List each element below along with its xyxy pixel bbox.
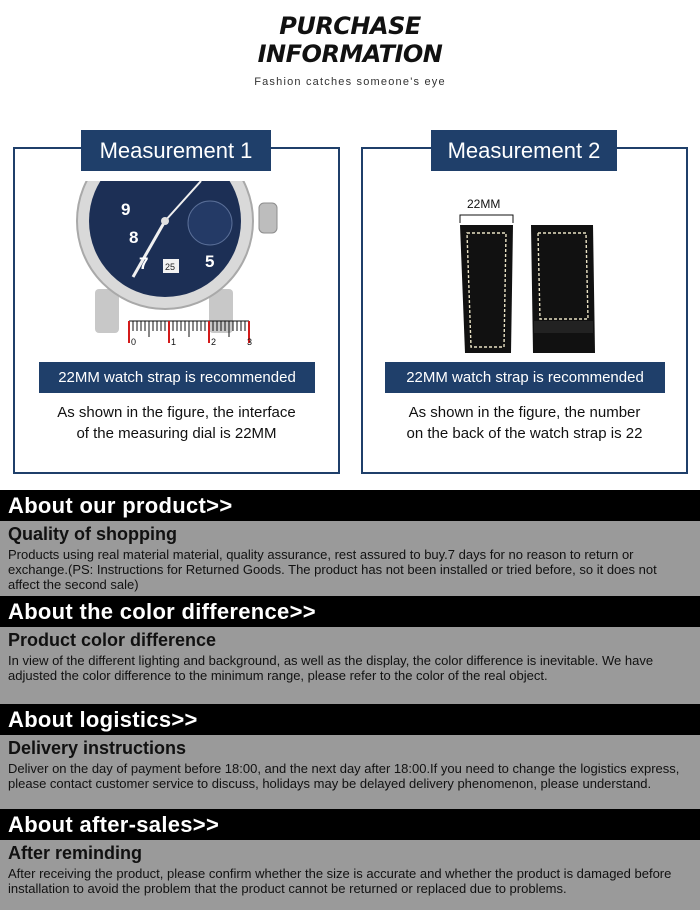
- section-product-text: Products using real material material, q…: [8, 547, 657, 592]
- measurement-2-tab: Measurement 2: [431, 130, 617, 171]
- measurement-panel-2: Measurement 2 22MM 22MM watch strap is r…: [361, 130, 688, 474]
- watch-crown: [258, 202, 278, 234]
- watch-hand-pin: [161, 217, 169, 225]
- date-window-text: 25: [165, 262, 175, 272]
- dial-number-9: 9: [121, 200, 130, 219]
- strap-keeper: [534, 321, 593, 333]
- section-color-subtitle: Product color difference: [8, 630, 217, 650]
- date-window: [163, 259, 179, 273]
- section-logistics-heading: About logistics>>: [0, 704, 700, 735]
- section-color-heading: About the color difference>>: [0, 596, 700, 627]
- watch-hand-minute: [164, 181, 202, 222]
- watch-lug-right: [209, 289, 233, 333]
- strap-width-label: 22MM: [467, 197, 500, 211]
- measurement-2-desc-line2: on the back of the watch strap is 22: [406, 425, 643, 442]
- section-logistics-text: Deliver on the day of payment before 18:…: [8, 761, 680, 791]
- measurement-panel-1: Measurement 1 9 8 7 5 25: [13, 130, 340, 474]
- strap-left: [460, 225, 513, 353]
- measurement-1-tab: Measurement 1: [81, 130, 271, 171]
- measurement-1-desc-line1: As shown in the figure, the interface: [57, 404, 296, 421]
- watch-hand-hour: [131, 220, 167, 278]
- dial-number-7: 7: [139, 254, 148, 273]
- watch-dial-illustration: 9 8 7 5 25 0 1 2 3: [76, 181, 278, 347]
- strap-illustration: 22MM: [459, 197, 595, 353]
- measuring-ruler: 0 1 2 3: [128, 320, 252, 347]
- page-header: PURCHASE INFORMATION Fashion catches som…: [0, 0, 700, 100]
- section-aftersales-subtitle: After reminding: [8, 843, 143, 863]
- dial-number-8: 8: [129, 228, 138, 247]
- measurement-2-recommendation: 22MM watch strap is recommended: [385, 362, 665, 393]
- strap-width-bracket: [459, 214, 514, 223]
- measurement-2-desc-line1: As shown in the figure, the number: [408, 404, 641, 421]
- section-color-body: Product color difference In view of the …: [0, 627, 700, 704]
- ruler-label-2: 2: [211, 337, 216, 347]
- measurement-1-recommendation: 22MM watch strap is recommended: [39, 362, 315, 393]
- measurement-2-description: As shown in the figure, the number on th…: [363, 402, 686, 444]
- ruler-label-3: 3: [247, 337, 252, 347]
- section-color-text: In view of the different lighting and ba…: [8, 653, 654, 683]
- measurement-1-description: As shown in the figure, the interface of…: [15, 402, 338, 444]
- watch-lug-left: [95, 289, 119, 333]
- section-product-heading: About our product>>: [0, 490, 700, 521]
- page-title-line1: PURCHASE: [279, 12, 421, 40]
- strap-left-stitching: [466, 232, 507, 348]
- section-product-subtitle: Quality of shopping: [8, 524, 177, 544]
- strap-right-stitching: [537, 232, 589, 320]
- section-logistics-subtitle: Delivery instructions: [8, 738, 187, 758]
- section-logistics-body: Delivery instructions Deliver on the day…: [0, 735, 700, 809]
- ruler-label-0: 0: [131, 337, 136, 347]
- section-aftersales-body: After reminding After receiving the prod…: [0, 840, 700, 910]
- section-aftersales-text: After receiving the product, please conf…: [8, 866, 672, 896]
- section-product-body: Quality of shopping Products using real …: [0, 521, 700, 596]
- strap-right: [531, 225, 595, 353]
- section-aftersales-heading: About after-sales>>: [0, 809, 700, 840]
- page-title-line2: INFORMATION: [257, 40, 443, 68]
- watch-subdial: [187, 200, 233, 246]
- dial-number-5: 5: [205, 252, 214, 271]
- measurement-1-desc-line2: of the measuring dial is 22MM: [76, 425, 277, 442]
- page-subtitle: Fashion catches someone's eye: [254, 76, 446, 88]
- ruler-label-1: 1: [171, 337, 176, 347]
